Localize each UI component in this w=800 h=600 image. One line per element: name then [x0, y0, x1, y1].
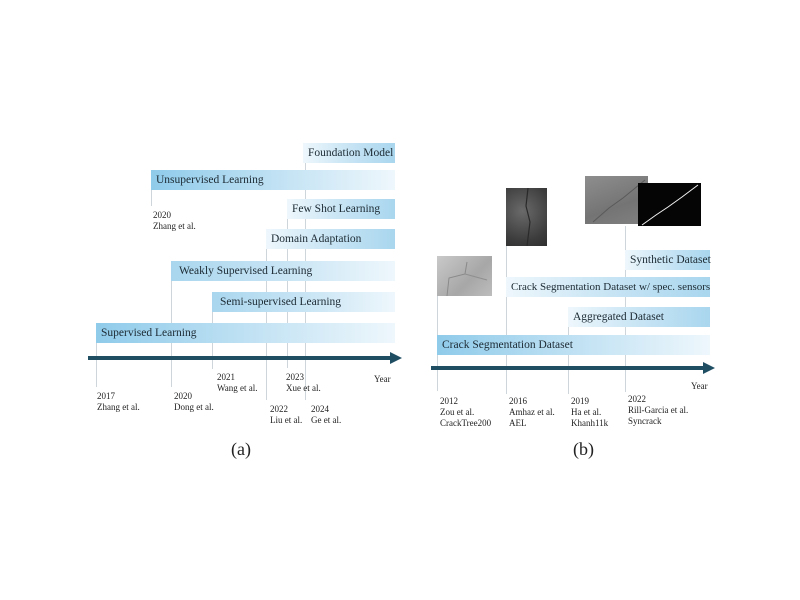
guide-line-2020-unsup	[151, 190, 152, 206]
guide-line-2019	[568, 325, 569, 394]
crack-mask-lines	[641, 184, 699, 226]
event-author: Ge et al.	[311, 415, 342, 425]
bar-few-shot-learning: Few Shot Learning	[287, 199, 395, 219]
event-label-2016: 2016 Amhaz et al. AEL	[509, 396, 555, 429]
bar-supervised-learning: Supervised Learning	[96, 323, 395, 343]
bar-domain-adaptation: Domain Adaptation	[266, 229, 395, 249]
event-author: Xue et al.	[286, 383, 321, 393]
crack-mask-2022	[638, 183, 701, 226]
crack-image-2016	[506, 187, 547, 247]
event-year: 2017	[97, 391, 115, 401]
event-author: Ha et al.	[571, 407, 602, 417]
event-label-2019: 2019 Ha et al. Khanh11k	[571, 396, 608, 429]
event-year: 2020	[174, 391, 192, 401]
crack-image-2022-gray	[585, 176, 648, 224]
event-year: 2022	[628, 394, 646, 404]
event-year: 2016	[509, 396, 527, 406]
event-label-2024: 2024 Ge et al.	[311, 404, 341, 426]
event-year: 2023	[286, 372, 304, 382]
event-label-2020-weak: 2020 Dong et al.	[174, 391, 214, 413]
event-author: Wang et al.	[217, 383, 258, 393]
caption-a: (a)	[231, 439, 251, 459]
bar-aggregated-dataset: Aggregated Dataset	[568, 307, 710, 327]
event-author: Zou et al.	[440, 407, 475, 417]
event-year: 2021	[217, 372, 235, 382]
bar-crack-segmentation-dataset: Crack Segmentation Dataset	[437, 335, 710, 355]
bar-unsupervised-learning: Unsupervised Learning	[151, 170, 395, 190]
event-year: 2019	[571, 396, 589, 406]
crack-image-2012	[437, 256, 492, 297]
bar-weakly-supervised-learning: Weakly Supervised Learning	[171, 261, 395, 281]
event-year: 2022	[270, 404, 288, 414]
caption-b: (b)	[573, 439, 594, 459]
event-author: Zhang et al.	[153, 221, 196, 231]
event-year: 2020	[153, 210, 171, 220]
event-label-2017: 2017 Zhang et al.	[97, 391, 140, 413]
event-year: 2012	[440, 396, 458, 406]
axis-label-year-a: Year	[374, 374, 391, 384]
event-author: Rill-Garcia et al.	[628, 405, 689, 415]
event-dataset: CrackTree200	[440, 418, 492, 428]
bar-crack-segmentation-dataset-spec-sensors: Crack Segmentation Dataset w/ spec. sens…	[506, 277, 710, 297]
event-dataset: AEL	[509, 418, 527, 428]
bar-synthetic-dataset: Synthetic Dataset	[625, 250, 711, 270]
crack-lines	[446, 261, 488, 297]
event-label-2021: 2021 Wang et al.	[217, 372, 258, 394]
event-year: 2024	[311, 404, 329, 414]
event-label-2020-unsupervised: 2020 Zhang et al.	[153, 210, 196, 232]
guide-line-2024	[305, 162, 306, 400]
axis-label-year-b: Year	[691, 381, 708, 391]
guide-line-2016	[506, 246, 507, 394]
event-label-2022: 2022 Liu et al.	[270, 404, 302, 426]
event-author: Zhang et al.	[97, 402, 140, 412]
event-author: Amhaz et al.	[509, 407, 555, 417]
guide-line-2017	[96, 343, 97, 387]
event-author: Dong et al.	[174, 402, 214, 412]
event-author: Liu et al.	[270, 415, 303, 425]
event-label-2023: 2023 Xue et al.	[286, 372, 321, 394]
bar-foundation-model: Foundation Model	[303, 143, 395, 163]
crack-lines	[525, 187, 531, 247]
event-dataset: Syncrack	[628, 416, 662, 426]
event-dataset: Khanh11k	[571, 418, 609, 428]
event-label-2012: 2012 Zou et al. CrackTree200	[440, 396, 491, 429]
crack-lines	[592, 179, 646, 223]
bar-semi-supervised-learning: Semi-supervised Learning	[212, 292, 395, 312]
event-label-2022b: 2022 Rill-Garcia et al. Syncrack	[628, 394, 688, 427]
